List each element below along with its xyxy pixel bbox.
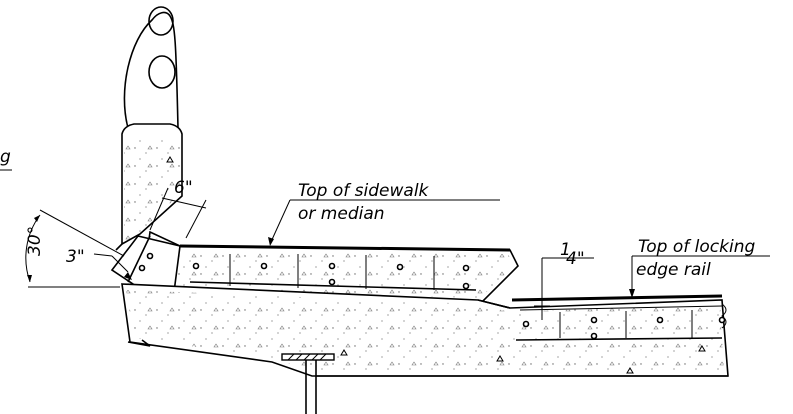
deck-bottom-rebar (515, 337, 723, 341)
edge-rail-top-line (511, 294, 723, 302)
sidewalk-top-line (179, 244, 511, 252)
sidewalk-slab (141, 230, 519, 303)
or-median-label: or median (298, 204, 385, 224)
dim-6in-label: 6" (174, 178, 193, 198)
rail-post-top-ring (148, 6, 174, 36)
top-of-sidewalk-label: Top of sidewalk (298, 181, 430, 201)
deck-slab (121, 283, 729, 377)
concrete-marks (166, 156, 706, 374)
edge-rail-label: edge rail (636, 260, 711, 280)
dim-6in (149, 187, 207, 239)
dim-quarter-denominator: 4" (566, 249, 585, 269)
top-of-locking-label: Top of locking (638, 237, 755, 257)
angle-30-label: 30° (25, 226, 45, 256)
girder (281, 353, 728, 414)
sidewalk-bottom-rebar (189, 281, 477, 291)
rail-post-mid-ring (148, 55, 176, 89)
parapet-joint (115, 243, 123, 251)
rail-post (123, 6, 179, 129)
cutoff-label: g (0, 147, 11, 167)
angle-dimension-30 (25, 209, 125, 288)
dim-3in-leader (93, 253, 132, 280)
edge-rail-leader (629, 255, 770, 298)
dim-3in-label: 3" (66, 247, 85, 267)
dim-quarter-numerator: 1 (560, 240, 571, 260)
dim-quarter-inch (534, 257, 594, 320)
sidewalk-leader (268, 199, 500, 246)
